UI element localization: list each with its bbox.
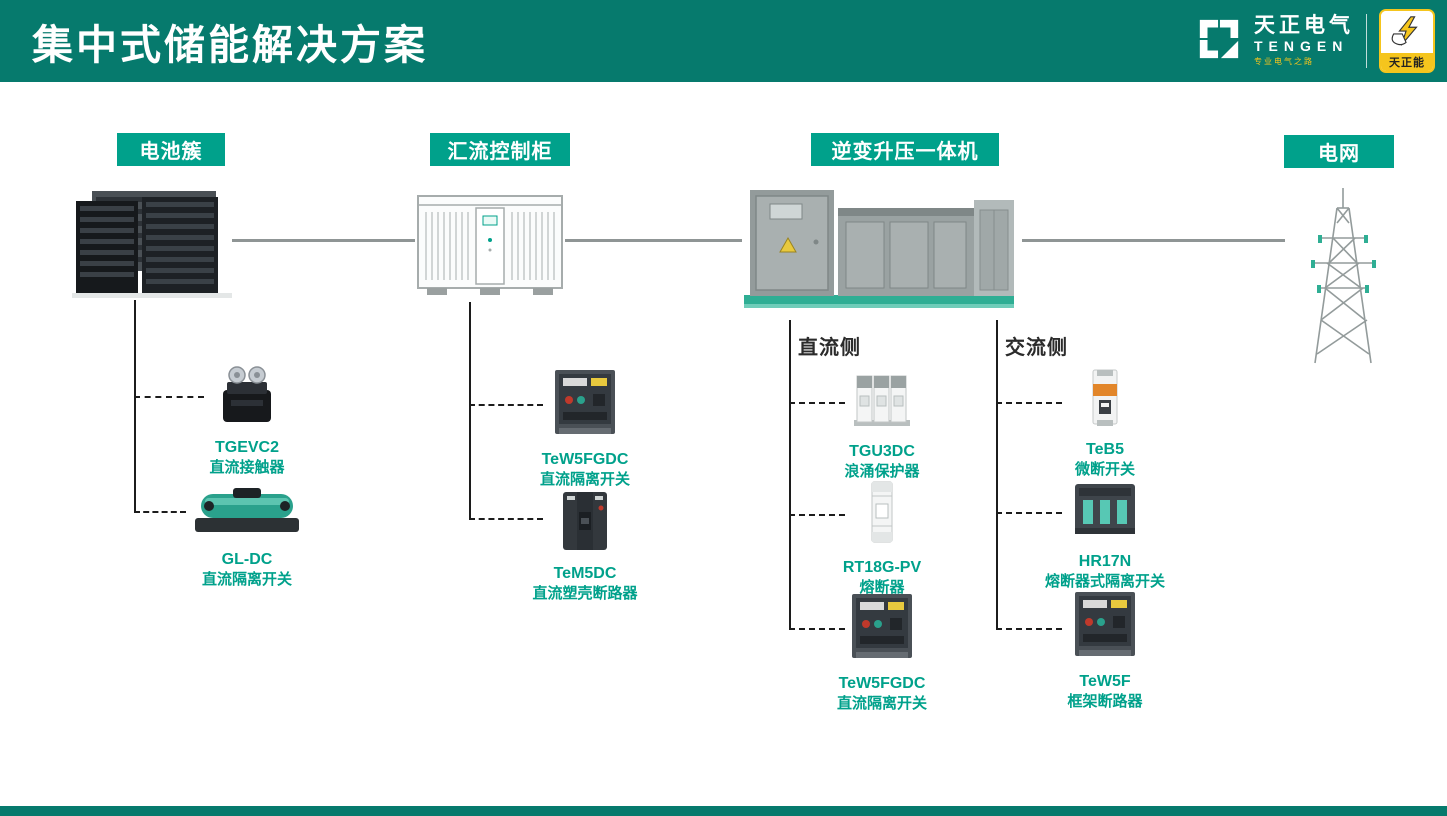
- brand-latin: TENGEN: [1254, 38, 1349, 55]
- hr17n-image: [1069, 476, 1141, 547]
- stem-dc-side: [789, 320, 791, 630]
- product-desc: 熔断器式隔离开关: [1044, 573, 1165, 591]
- product-model: HR17N: [1078, 553, 1132, 570]
- product-model: TeW5FGDC: [838, 675, 926, 692]
- product-model: TeW5FGDC: [541, 451, 629, 468]
- product-desc: 浪涌保护器: [844, 463, 920, 481]
- tgevc2-image: [211, 360, 283, 433]
- product-tgu3dc: TGU3DC 浪涌保护器: [796, 366, 968, 481]
- stage-label-combiner: 汇流控制柜: [430, 133, 570, 166]
- branch-gldc: [134, 511, 186, 513]
- product-desc: 微断开关: [1074, 461, 1135, 479]
- product-teb5: TeB5 微断开关: [1019, 366, 1191, 479]
- stem-combiner: [469, 302, 471, 520]
- connector-combiner-inverter: [565, 239, 742, 242]
- product-gldc: GL-DC 直流隔离开关: [161, 478, 333, 589]
- fist-lightning-icon: [1381, 11, 1433, 53]
- battery-cluster-image: [70, 185, 240, 305]
- stage-label-battery: 电池簇: [117, 133, 225, 166]
- branch-teb5: [996, 402, 1062, 404]
- stem-ac-side: [996, 320, 998, 630]
- product-tew5f: TeW5F 框架断路器: [1019, 588, 1191, 711]
- product-tgevc2: TGEVC2 直流接触器: [161, 360, 333, 477]
- product-desc: 直流隔离开关: [539, 471, 630, 489]
- product-tew5fgdc-dc: TeW5FGDC 直流隔离开关: [796, 590, 968, 713]
- rt18gpv-image: [846, 476, 918, 553]
- product-rt18gpv: RT18G-PV 熔断器: [796, 476, 968, 597]
- product-desc: 熔断器: [859, 579, 905, 597]
- brand-slogan: 专业电气之路: [1254, 57, 1314, 67]
- product-tem5dc: TeM5DC 直流塑壳断路器: [499, 488, 671, 603]
- tengen-logo-icon: [1196, 16, 1242, 67]
- product-desc: 直流隔离开关: [836, 695, 927, 713]
- ac-side-label: 交流侧: [1005, 337, 1068, 359]
- brand-text: 天正电气 TENGEN 专业电气之路: [1254, 15, 1354, 66]
- dc-side-label: 直流侧: [798, 337, 861, 359]
- tew5f-image: [1069, 588, 1141, 667]
- combiner-cabinet-image: [415, 192, 565, 307]
- branch-tgu3dc: [789, 402, 845, 404]
- branch-hr17n: [996, 512, 1062, 514]
- product-model: RT18G-PV: [842, 559, 922, 576]
- connector-inverter-grid: [1022, 239, 1285, 242]
- teb5-image: [1069, 366, 1141, 435]
- product-model: TeW5F: [1079, 673, 1131, 690]
- logo-divider: [1366, 14, 1367, 68]
- gldc-image: [187, 478, 307, 545]
- badge-label: 天正能: [1381, 53, 1433, 71]
- header-bar: 集中式储能解决方案 天正电气 TENGEN 专业电气之路: [0, 0, 1447, 82]
- connector-battery-combiner: [232, 239, 415, 242]
- branch-tgevc2: [134, 396, 204, 398]
- footer-bar: [0, 806, 1447, 816]
- branch-tew5fgdc-combiner: [469, 404, 543, 406]
- branch-rt18gpv: [789, 514, 845, 516]
- product-model: TGU3DC: [849, 443, 915, 460]
- power-grid-image: [1285, 178, 1400, 373]
- product-model: TeM5DC: [553, 565, 617, 582]
- stage-label-grid: 电网: [1284, 135, 1394, 168]
- product-desc: 框架断路器: [1067, 693, 1143, 711]
- brand-area: 天正电气 TENGEN 专业电气之路 天正能: [1196, 0, 1435, 82]
- stem-battery: [134, 300, 136, 513]
- product-model: TeB5: [1086, 441, 1124, 458]
- brand-name: 天正电气: [1254, 14, 1354, 38]
- stage-label-inverter: 逆变升压一体机: [811, 133, 999, 166]
- product-desc: 直流塑壳断路器: [532, 585, 638, 603]
- tianzhengneng-badge: 天正能: [1379, 9, 1435, 73]
- branch-tew5f: [996, 628, 1062, 630]
- product-desc: 直流接触器: [209, 459, 285, 477]
- product-hr17n: HR17N 熔断器式隔离开关: [1019, 476, 1191, 591]
- tgu3dc-image: [846, 366, 918, 437]
- tem5dc-image: [549, 488, 621, 559]
- page-title: 集中式储能解决方案: [32, 22, 428, 68]
- product-desc: 直流隔离开关: [201, 571, 292, 589]
- product-tew5fgdc-combiner: TeW5FGDC 直流隔离开关: [499, 366, 671, 489]
- product-model: GL-DC: [221, 551, 273, 568]
- tew5fgdc-dc-image: [846, 590, 918, 669]
- inverter-station-image: [742, 178, 1022, 318]
- product-model: TGEVC2: [214, 439, 279, 456]
- branch-tew5fgdc-dc: [789, 628, 845, 630]
- branch-tem5dc: [469, 518, 543, 520]
- tew5fgdc-image: [549, 366, 621, 445]
